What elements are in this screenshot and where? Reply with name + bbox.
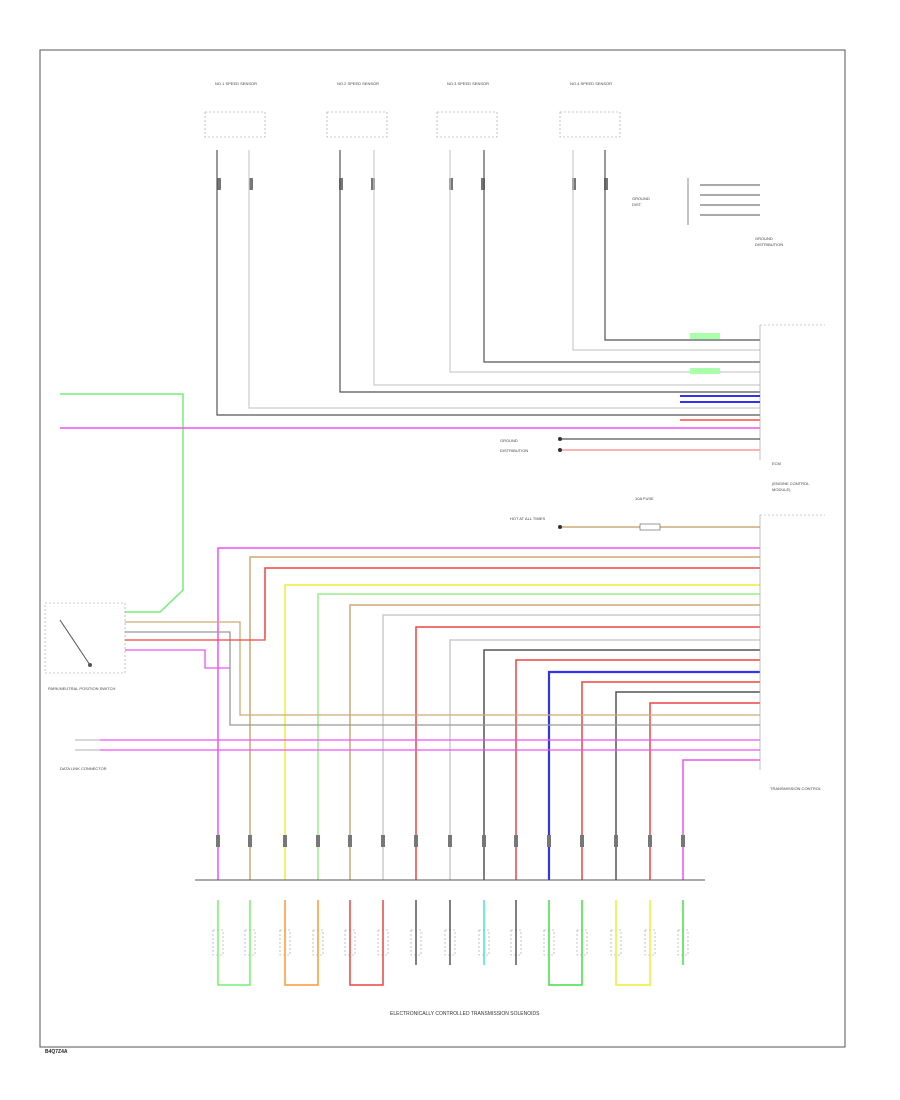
main-harness	[217, 547, 760, 880]
speed-sensor-body	[559, 111, 621, 138]
sensor-pin	[449, 178, 453, 190]
sensor-pin	[371, 178, 375, 190]
sensor-pin	[249, 178, 253, 190]
svg-text:GROUND: GROUND	[500, 438, 518, 443]
harness-pin	[614, 835, 618, 847]
harness-pin	[414, 835, 418, 847]
svg-text:GROUND: GROUND	[755, 236, 773, 241]
upper-right-ground-group: GROUND DIST. GROUND DISTRIBUTION	[632, 178, 783, 247]
svg-text:GROUND: GROUND	[632, 196, 650, 201]
speed-sensor-label: NO.4 SPEED SENSOR	[570, 81, 612, 86]
harness-pin	[448, 835, 452, 847]
harness-pin	[381, 835, 385, 847]
harness-pin	[547, 835, 551, 847]
diagram-frame	[39, 49, 846, 1048]
tcm-label: TRANSMISSION CONTROL	[770, 786, 822, 791]
fuse: 10A FUSE HOT AT ALL TIMES	[510, 496, 760, 531]
top-sensor-wires	[216, 150, 760, 416]
svg-text:DISTRIBUTION: DISTRIBUTION	[755, 242, 783, 247]
green-wire-left	[60, 393, 184, 613]
svg-text:MODULE): MODULE)	[772, 487, 791, 492]
speed-sensor-label: NO.1 SPEED SENSOR	[215, 81, 257, 86]
lower-right-connector: TRANSMISSION CONTROL	[759, 514, 825, 791]
sensor-pin	[481, 178, 485, 190]
dlc-label: DATA LINK CONNECTOR	[60, 766, 107, 771]
harness-pin	[348, 835, 352, 847]
bottom-loops	[217, 900, 684, 986]
speed-sensor-body	[326, 111, 388, 138]
fuse-label: 10A FUSE	[635, 496, 654, 501]
harness-pin	[648, 835, 652, 847]
speed-sensor-body	[204, 111, 266, 138]
harness-pin	[216, 835, 220, 847]
upper-right-connector: ECM (ENGINE CONTROL MODULE) GROUND DISTR…	[500, 324, 825, 492]
speed-sensor-1: NO.1 SPEED SENSOR	[204, 81, 266, 190]
harness-pin	[248, 835, 252, 847]
harness-pin	[514, 835, 518, 847]
speed-sensor-body	[436, 111, 498, 138]
switch-label: PARK/NEUTRAL POSITION SWITCH	[48, 686, 115, 691]
sensor-pin	[339, 178, 343, 190]
harness-pin	[580, 835, 584, 847]
harness-pin	[681, 835, 685, 847]
left-switch-wires	[100, 621, 760, 751]
svg-text:ECM: ECM	[772, 461, 781, 466]
park-neutral-switch: PARK/NEUTRAL POSITION SWITCH	[44, 602, 126, 691]
harness-pin	[316, 835, 320, 847]
harness-pin	[482, 835, 486, 847]
svg-text:HOT AT ALL TIMES: HOT AT ALL TIMES	[510, 516, 545, 521]
svg-text:DIST.: DIST.	[632, 202, 642, 207]
sensor-pin	[604, 178, 608, 190]
sensor-pin	[572, 178, 576, 190]
speed-sensor-3: NO.3 SPEED SENSOR	[436, 81, 498, 190]
data-link-connector: DATA LINK CONNECTOR	[60, 739, 107, 771]
svg-text:(ENGINE CONTROL: (ENGINE CONTROL	[772, 481, 810, 486]
speed-sensor-label: NO.3 SPEED SENSOR	[447, 81, 489, 86]
speed-sensor-4: NO.4 SPEED SENSOR	[559, 81, 621, 190]
harness-pin	[283, 835, 287, 847]
bottom-label: ELECTRONICALLY CONTROLLED TRANSMISSION S…	[390, 1011, 540, 1017]
speed-sensor-2: NO.2 SPEED SENSOR	[326, 81, 388, 190]
sensor-pin	[217, 178, 221, 190]
diagram-code: B4Q7Z4A	[45, 1049, 68, 1055]
svg-text:DISTRIBUTION: DISTRIBUTION	[500, 448, 528, 453]
speed-sensor-label: NO.2 SPEED SENSOR	[337, 81, 379, 86]
top-sensors: NO.1 SPEED SENSOR NO.2 SPEED SENSOR NO.3 S…	[204, 81, 621, 190]
